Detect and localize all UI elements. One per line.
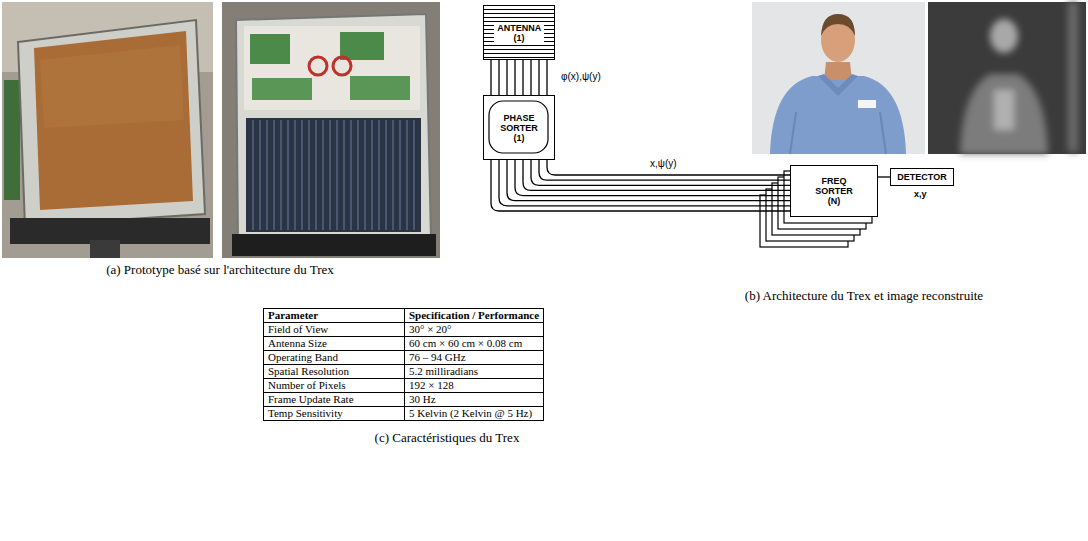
table-cell: 5 Kelvin (2 Kelvin @ 5 Hz) (405, 407, 544, 421)
grille-slats (253, 120, 414, 230)
table-cell: Temp Sensitivity (264, 407, 405, 421)
sorter-inner-shape (489, 101, 548, 153)
tripod (90, 240, 120, 258)
table-header-cell: Parameter (264, 309, 405, 323)
antenna-frame (18, 20, 205, 226)
table-row: Temp Sensitivity5 Kelvin (2 Kelvin @ 5 H… (264, 407, 544, 421)
table-cell: Spatial Resolution (264, 365, 405, 379)
detector-box: DETECTOR (890, 168, 954, 186)
signal-line (490, 60, 491, 95)
hair (821, 14, 855, 36)
node-text: DETECTOR (897, 172, 946, 182)
output-label: x,y (912, 188, 929, 200)
edge-streak (1068, 2, 1078, 152)
name-badge (858, 100, 876, 108)
antenna-panel (34, 31, 193, 210)
signal-line (491, 160, 790, 211)
prototype-photo-back (222, 2, 440, 258)
subject-signature (960, 2, 1078, 154)
signal-bundle (491, 60, 547, 95)
reconstructed-image (928, 2, 1086, 154)
signal-line (530, 60, 531, 95)
signal-line (538, 60, 539, 95)
head-signature (990, 19, 1018, 53)
table-row: Operating Band76 – 94 GHz (264, 351, 544, 365)
freq-sorter-box: FREQ SORTER (N) (790, 165, 878, 217)
signal-bundle (491, 160, 790, 211)
circuit-board (250, 34, 290, 64)
table-cell: Antenna Size (264, 337, 405, 351)
collar (818, 74, 858, 96)
table-cell: 30 Hz (405, 393, 544, 407)
image-background (928, 2, 1086, 154)
signal-line (498, 60, 499, 95)
prototype-photo-front (2, 2, 213, 258)
table-cell: Number of Pixels (264, 379, 405, 393)
circuit-board (340, 32, 384, 60)
table-cell: 192 × 128 (405, 379, 544, 393)
table-cell: 30° × 20° (405, 323, 544, 337)
mount-base (232, 234, 436, 256)
panel-sheen (40, 45, 184, 128)
neck (824, 62, 852, 80)
shirt-folds (790, 112, 886, 154)
signal-line (878, 176, 890, 177)
subject-photo (752, 2, 925, 154)
circuit-board (4, 80, 20, 200)
body-signature (960, 74, 1048, 154)
node-text: FREQ SORTER (N) (815, 176, 853, 206)
node-text: ANTENNA (1) (494, 22, 544, 44)
table-header-cell: Specification / Performance (405, 309, 544, 323)
signal-line (506, 60, 507, 95)
table-cell: Field of View (264, 323, 405, 337)
table-row: Frame Update Rate30 Hz (264, 393, 544, 407)
figure-caption: (a) Prototype basé sur l'architecture du… (0, 262, 440, 277)
signal-line (514, 60, 515, 95)
figure-caption: (b) Architecture du Trex et image recons… (640, 288, 1088, 303)
rf-coil (309, 57, 327, 75)
grille (246, 118, 421, 232)
table-cell: Operating Band (264, 351, 405, 365)
table-cell: 60 cm × 60 cm × 0.08 cm (405, 337, 544, 351)
housing-frame (236, 14, 431, 246)
photo-background (2, 2, 213, 258)
signal-line (522, 60, 523, 95)
table-row: Antenna Size60 cm × 60 cm × 0.08 cm (264, 337, 544, 351)
node-text: PHASE SORTER (1) (500, 113, 538, 143)
signal-label: φ(x),ψ(y) (559, 71, 603, 83)
signal-line (499, 160, 790, 206)
figure-caption: (c) Caractéristiques du Trex (240, 430, 654, 445)
circuit-board (252, 78, 312, 100)
table-cell: 76 – 94 GHz (405, 351, 544, 365)
table-cell: 5.2 milliradians (405, 365, 544, 379)
photo-background (222, 2, 440, 258)
signal-bundle (878, 177, 890, 178)
table-cell: Frame Update Rate (264, 393, 405, 407)
signal-label: x,ψ(y) (648, 158, 679, 170)
torso-signature (994, 90, 1014, 130)
table-row: Field of View30° × 20° (264, 323, 544, 337)
signal-line (546, 60, 547, 95)
table-row: ParameterSpecification / Performance (264, 309, 544, 323)
table-row: Number of Pixels192 × 128 (264, 379, 544, 393)
antenna-box: ANTENNA (1) (483, 5, 555, 60)
table-row: Spatial Resolution5.2 milliradians (264, 365, 544, 379)
table-body: ParameterSpecification / PerformanceFiel… (264, 309, 544, 421)
phase-sorter-box: PHASE SORTER (1) (483, 95, 555, 160)
electronics-bay (244, 26, 420, 110)
photo-background (752, 2, 925, 154)
rf-coil (333, 57, 351, 75)
spec-table: ParameterSpecification / PerformanceFiel… (263, 308, 544, 421)
circuit-board (350, 76, 410, 100)
shirt (770, 76, 906, 154)
